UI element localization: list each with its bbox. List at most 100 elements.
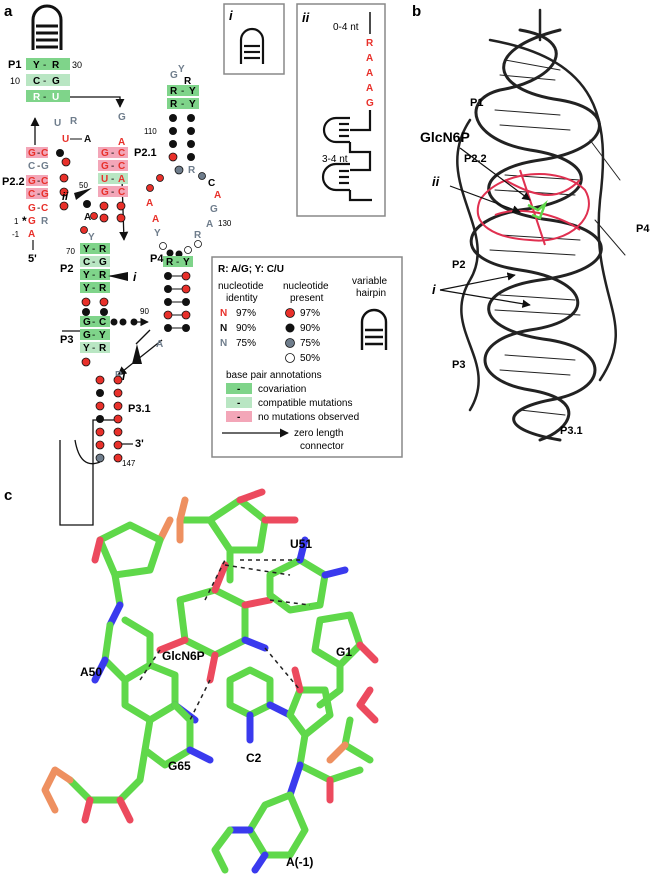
svg-text:C: C xyxy=(83,257,90,268)
p4-upper-stem: G Y R A R - Y R - Y R xyxy=(167,64,199,176)
svg-text:Y: Y xyxy=(83,343,90,354)
inset-ii-top-note: 0-4 nt xyxy=(333,22,359,33)
stem-label-p2-1: P2.1 xyxy=(134,147,157,159)
asterisk: * xyxy=(22,214,27,228)
p2-2-loop: U R U A xyxy=(54,116,91,145)
svg-text:R: R xyxy=(99,270,107,281)
pos-90: 90 xyxy=(140,307,149,316)
svg-text:R: R xyxy=(99,244,107,255)
svg-text:-: - xyxy=(111,161,114,172)
legend-present-1: 90% xyxy=(300,323,320,334)
b-label-i: i xyxy=(432,282,436,297)
legend-id-letter-2: N xyxy=(220,338,227,349)
legend-id-letter-0: N xyxy=(220,308,227,319)
legend-col2-b: present xyxy=(290,293,324,304)
pos-70: 70 xyxy=(66,247,75,256)
b-label-p3: P3 xyxy=(452,359,465,371)
svg-text:-: - xyxy=(37,176,40,187)
pos-1: 1 xyxy=(14,217,19,226)
c-label-a-minus-1: A(-1) xyxy=(286,855,313,869)
svg-text:A: A xyxy=(84,212,91,223)
panel-label-b: b xyxy=(412,3,421,20)
legend-col3-b: hairpin xyxy=(356,288,386,299)
stem-label-p1: P1 xyxy=(8,59,21,71)
inset-ii-box xyxy=(296,3,386,217)
svg-text:C: C xyxy=(208,178,215,189)
b-label-p3-1: P3.1 xyxy=(560,425,583,437)
legend-col1-a: nucleotide xyxy=(218,281,264,292)
c-label-a50: A50 xyxy=(80,665,102,679)
p2-2-stem: G - C C - G G - C C - G G - C R G A xyxy=(26,147,71,240)
svg-text:-: - xyxy=(92,317,95,328)
p1-hairpin-icon xyxy=(31,4,63,50)
legend-bp-sym-0: - xyxy=(237,384,240,395)
legend-bp-sym-1: - xyxy=(237,398,240,409)
stem-label-p2: P2 xyxy=(60,263,73,275)
svg-text:-: - xyxy=(111,187,114,198)
binding-pocket-sticks xyxy=(41,488,379,874)
svg-text:-: - xyxy=(37,189,40,200)
legend-id-letter-1: N xyxy=(220,323,227,334)
svg-text:-: - xyxy=(92,330,95,341)
inset-ii-label: ii xyxy=(302,10,310,25)
panel-label-a: a xyxy=(4,3,13,20)
svg-text:R: R xyxy=(194,230,202,241)
svg-text:U: U xyxy=(101,174,108,185)
rna-3d-structure xyxy=(456,8,626,442)
svg-text:Y: Y xyxy=(99,330,106,341)
svg-text:-: - xyxy=(43,76,46,87)
svg-text:Y: Y xyxy=(83,270,90,281)
svg-text:G: G xyxy=(28,148,36,159)
svg-text:R: R xyxy=(52,60,60,71)
legend-id-pct-1: 90% xyxy=(236,323,256,334)
junction-loop: A C A G A R A Y xyxy=(146,172,221,258)
stem-label-p3-1: P3.1 xyxy=(128,403,151,415)
legend-col3-a: variable xyxy=(352,276,387,287)
legend-present-2: 75% xyxy=(300,338,320,349)
pos-130: 130 xyxy=(218,219,232,228)
c-label-g1: G1 xyxy=(336,645,352,659)
legend-id-pct-0: 97% xyxy=(236,308,256,319)
svg-text:G: G xyxy=(41,161,49,172)
svg-text:C: C xyxy=(41,203,48,214)
legend-bp-1: compatible mutations xyxy=(258,398,353,409)
svg-text:C: C xyxy=(118,161,125,172)
p4-lower-stem: R - Y xyxy=(163,256,193,332)
b-label-ii: ii xyxy=(432,174,440,189)
legend-bp-2: no mutations observed xyxy=(258,412,359,423)
svg-text:C: C xyxy=(28,189,35,200)
pos-147: 147 xyxy=(122,459,136,468)
svg-text:U: U xyxy=(54,118,61,129)
stem-label-p3: P3 xyxy=(60,334,73,346)
svg-text:R: R xyxy=(170,99,178,110)
svg-text:A: A xyxy=(152,214,159,225)
inset-ii-bottom-note: 3-4 nt xyxy=(322,154,348,165)
legend: R: A/G; Y: C/U nucleotide identity nucle… xyxy=(211,256,403,458)
inset-ii-seq-4: G xyxy=(366,98,374,109)
pos-30: 30 xyxy=(72,60,82,70)
stem-label-p2-2: P2.2 xyxy=(2,176,25,188)
pos-50: 50 xyxy=(79,181,88,190)
p3-r: R xyxy=(115,370,123,381)
svg-text:G: G xyxy=(101,148,109,159)
mark-ii: ii xyxy=(62,191,69,203)
b-label-p1: P1 xyxy=(470,97,483,109)
svg-text:Y: Y xyxy=(178,64,185,75)
svg-text:Y: Y xyxy=(183,257,190,268)
svg-text:A: A xyxy=(28,229,35,240)
svg-text:R: R xyxy=(99,283,107,294)
mark-i-2: i xyxy=(122,369,126,383)
svg-text:G: G xyxy=(99,257,107,268)
inset-ii-seq-1: A xyxy=(366,53,373,64)
legend-title: R: A/G; Y: C/U xyxy=(218,264,284,275)
svg-text:-: - xyxy=(92,283,95,294)
svg-text:A: A xyxy=(118,174,125,185)
svg-text:A: A xyxy=(84,134,91,145)
svg-text:-: - xyxy=(37,148,40,159)
svg-text:-: - xyxy=(92,244,95,255)
svg-text:G: G xyxy=(118,112,126,123)
inset-ii-hairpins-icon xyxy=(321,110,372,202)
legend-present-0: 97% xyxy=(300,308,320,319)
three-prime-end: 3' xyxy=(135,438,144,450)
